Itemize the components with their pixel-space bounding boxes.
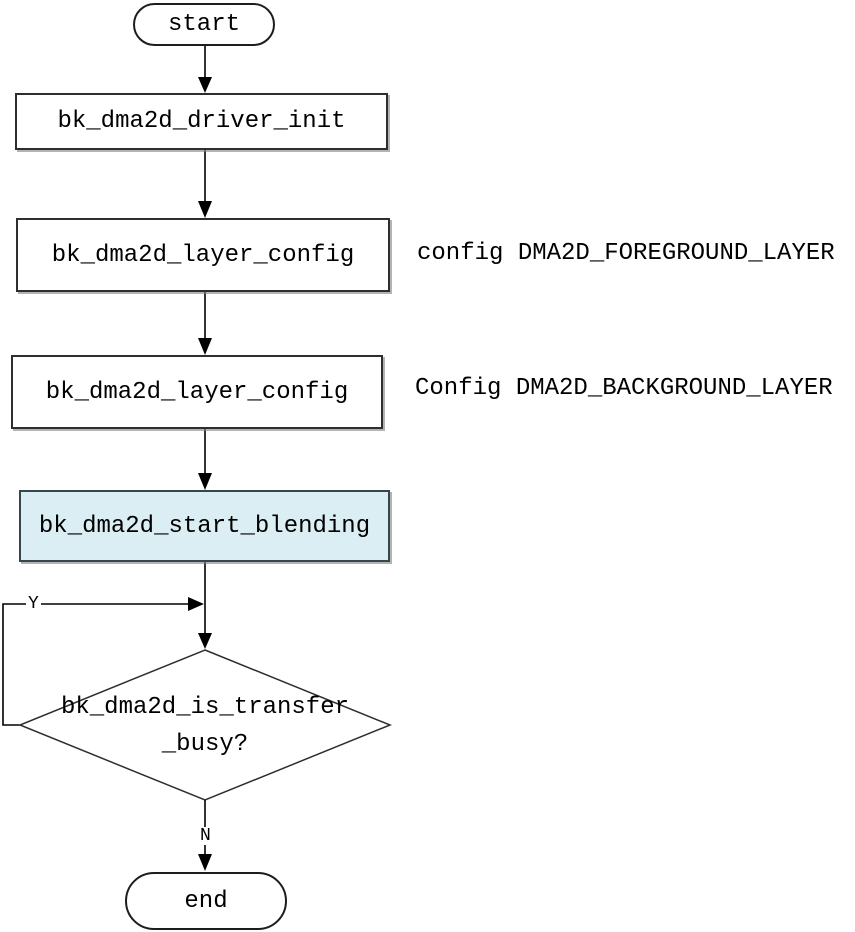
node-layer-config-background-label: bk_dma2d_layer_config xyxy=(45,378,349,406)
decision-label-line1: bk_dma2d_is_transfer xyxy=(60,694,350,721)
node-end: end xyxy=(125,872,287,930)
node-start: start xyxy=(133,3,275,46)
node-layer-config-foreground: bk_dma2d_layer_config xyxy=(16,218,390,292)
node-start-label: start xyxy=(167,11,240,38)
annotation-foreground-layer: config DMA2D_FOREGROUND_LAYER xyxy=(417,240,835,267)
node-start-blending-label: bk_dma2d_start_blending xyxy=(38,512,371,540)
annotation-background-layer: Config DMA2D_BACKGROUND_LAYER xyxy=(415,375,833,402)
node-end-label: end xyxy=(184,887,228,915)
decision-label-line2: _busy? xyxy=(161,731,249,758)
node-driver-init-label: bk_dma2d_driver_init xyxy=(57,108,346,135)
node-layer-config-foreground-label: bk_dma2d_layer_config xyxy=(51,241,355,269)
edge-label-no: N xyxy=(198,826,213,846)
node-start-blending: bk_dma2d_start_blending xyxy=(19,490,390,562)
decision-is-transfer-busy: bk_dma2d_is_transfer _busy? xyxy=(25,689,385,763)
node-driver-init: bk_dma2d_driver_init xyxy=(15,93,388,150)
edge-label-yes: Y xyxy=(26,594,41,614)
node-layer-config-background: bk_dma2d_layer_config xyxy=(11,355,383,429)
